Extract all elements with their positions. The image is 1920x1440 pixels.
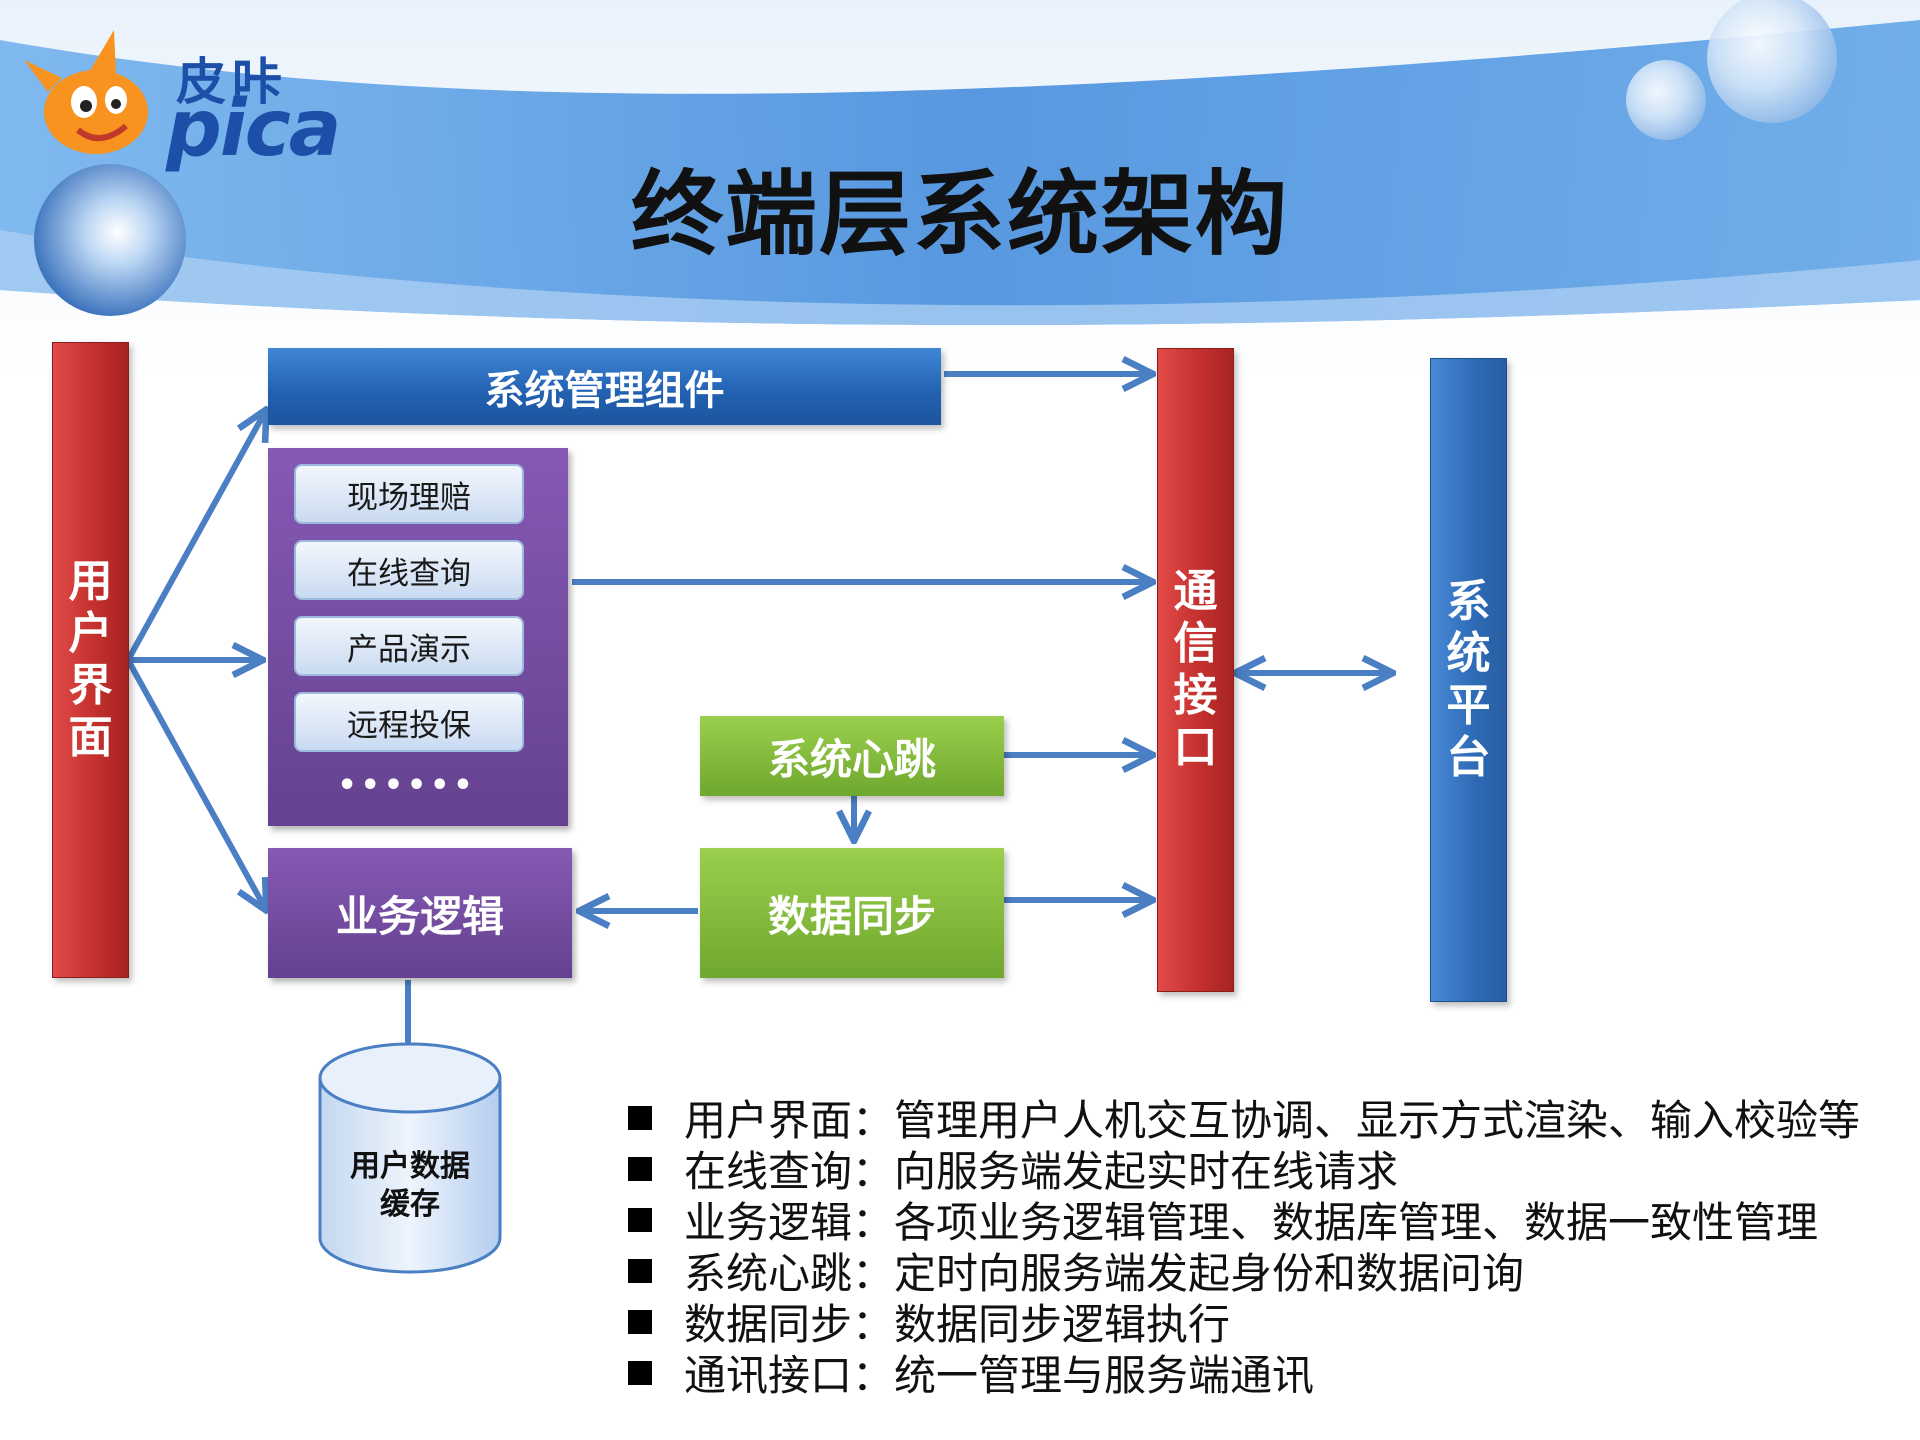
legend-item: 数据同步：数据同步逻辑执行 <box>628 1296 1860 1349</box>
arrow-ui-to-bizlogic <box>125 658 265 908</box>
module-item: 远程投保 <box>294 692 524 752</box>
square-bullet-icon <box>628 1309 652 1334</box>
legend-separator: ： <box>852 1147 895 1196</box>
system-management-component: 系统管理组件 <box>268 348 941 425</box>
system-management-label: 系统管理组件 <box>484 367 725 414</box>
user-data-cache-label: 用户数据 缓存 <box>318 1148 502 1224</box>
legend-item: 用户界面：管理用户人机交互协调、显示方式渲染、输入校验等 <box>628 1092 1860 1145</box>
module-item: 在线查询 <box>294 540 524 600</box>
legend-term: 数据同步 <box>684 1300 853 1349</box>
legend-separator: ： <box>852 1249 895 1298</box>
legend-description: 数据同步逻辑执行 <box>894 1300 1231 1349</box>
legend-separator: ： <box>852 1300 895 1349</box>
logo-chinese-text: 皮咔 <box>176 53 288 111</box>
page-title: 终端层系统架构 <box>630 161 1289 268</box>
legend-term: 在线查询 <box>684 1147 853 1196</box>
mascot-icon <box>24 30 148 154</box>
user-interface-bar: 用户界面 <box>52 342 129 978</box>
square-bullet-icon <box>628 1207 652 1232</box>
square-bullet-icon <box>628 1360 652 1385</box>
module-item: 产品演示 <box>294 616 524 676</box>
legend-description: 向服务端发起实时在线请求 <box>894 1147 1399 1196</box>
business-logic-label: 业务逻辑 <box>335 891 504 941</box>
header-background <box>0 0 1920 380</box>
user-interface-label: 用户界面 <box>68 556 113 763</box>
business-logic-box: 业务逻辑 <box>268 848 572 978</box>
arrow-ui-to-sysmgmt <box>125 412 265 662</box>
square-bullet-icon <box>628 1156 652 1181</box>
modules-panel: 现场理赔 在线查询 产品演示 远程投保 •••••• <box>268 448 568 826</box>
legend-description: 各项业务逻辑管理、数据库管理、数据一致性管理 <box>894 1198 1819 1247</box>
legend-separator: ： <box>852 1198 895 1247</box>
more-modules-ellipsis: •••••• <box>337 768 477 803</box>
system-platform-bar: 系统平台 <box>1430 358 1507 1002</box>
logo-english-text: pica <box>166 84 341 174</box>
data-sync-box: 数据同步 <box>700 848 1004 978</box>
legend-term: 通讯接口 <box>684 1351 853 1400</box>
cache-label-line1: 用户数据 <box>350 1149 470 1184</box>
cache-label-line2: 缓存 <box>380 1187 440 1222</box>
legend-description: 管理用户人机交互协调、显示方式渲染、输入校验等 <box>894 1096 1861 1145</box>
legend-item: 系统心跳：定时向服务端发起身份和数据问询 <box>628 1245 1860 1298</box>
legend-separator: ： <box>852 1096 895 1145</box>
legend-item: 在线查询：向服务端发起实时在线请求 <box>628 1143 1860 1196</box>
legend-term: 系统心跳 <box>684 1249 853 1298</box>
legend-term: 业务逻辑 <box>684 1198 853 1247</box>
legend-list: 用户界面：管理用户人机交互协调、显示方式渲染、输入校验等 在线查询：向服务端发起… <box>628 1092 1860 1400</box>
legend-description: 定时向服务端发起身份和数据问询 <box>894 1249 1525 1298</box>
data-sync-label: 数据同步 <box>767 891 936 941</box>
pica-logo: 皮咔 pica <box>18 22 341 174</box>
legend-item: 业务逻辑：各项业务逻辑管理、数据库管理、数据一致性管理 <box>628 1194 1860 1247</box>
system-heartbeat-box: 系统心跳 <box>700 716 1004 796</box>
legend-term: 用户界面 <box>684 1096 853 1145</box>
system-heartbeat-label: 系统心跳 <box>767 734 936 784</box>
module-item: 现场理赔 <box>294 464 524 524</box>
legend-item: 通讯接口：统一管理与服务端通讯 <box>628 1347 1860 1400</box>
square-bullet-icon <box>628 1258 652 1283</box>
communication-interface-bar: 通信接口 <box>1157 348 1234 992</box>
square-bullet-icon <box>628 1105 652 1130</box>
communication-interface-label: 通信接口 <box>1173 566 1218 773</box>
system-platform-label: 系统平台 <box>1446 576 1491 783</box>
legend-description: 统一管理与服务端通讯 <box>894 1351 1315 1400</box>
legend-separator: ： <box>852 1351 895 1400</box>
